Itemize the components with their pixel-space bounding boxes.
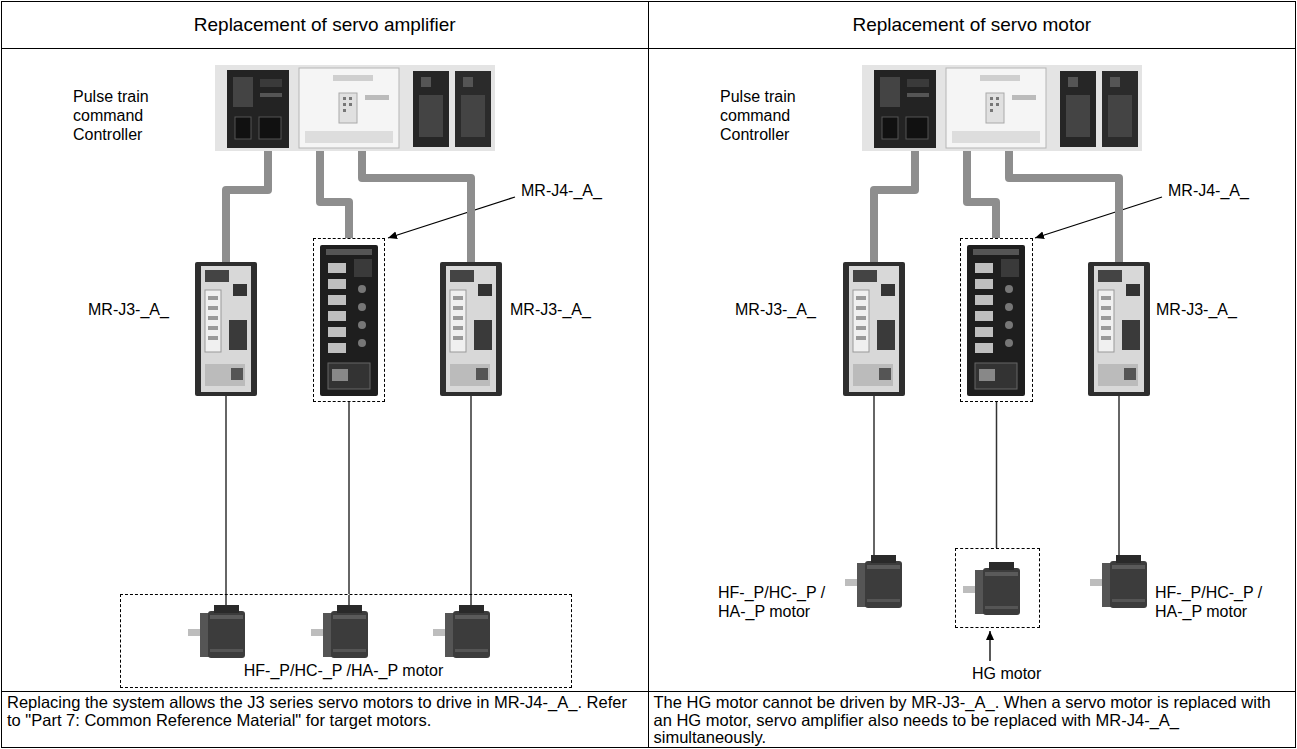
servo-amplifier: MR-J3-_A_ [440, 262, 502, 396]
amplifier-label: MR-J3-_A_ [510, 300, 610, 319]
leader-arrow [989, 631, 990, 661]
controller-picture [215, 65, 495, 151]
description-text: Replacing the system allows the J3 serie… [7, 694, 643, 729]
signal-cable [967, 151, 996, 238]
amplifier-picture [320, 245, 378, 396]
motor-cable [873, 396, 875, 555]
motor-label: HF-_P/HC-_P / HA-_P motor [1155, 583, 1285, 621]
controller-label: Pulse train command Controller [720, 87, 850, 144]
motor-picture [188, 605, 245, 658]
motor-picture [1090, 555, 1147, 608]
column-header: Replacement of servo motor [852, 14, 1091, 36]
servo-motor: HF-_P/HC-_P / HA-_P motor [1090, 555, 1150, 610]
controller-label: Pulse train command Controller [73, 87, 203, 144]
motor-cable [226, 595, 471, 605]
amplifier-picture [1088, 262, 1150, 396]
amplifier-label: MR-J4-_A_ [521, 181, 621, 200]
replaced-amplifier-frame: MR-J4-_A_ [313, 238, 385, 402]
column-header: Replacement of servo amplifier [194, 14, 456, 36]
motor-label: HF-_P/HC-_P /HA-_P motor [121, 661, 566, 680]
motor-cable [1118, 396, 1120, 555]
controller-picture [862, 65, 1142, 151]
pulse-train-controller: Pulse train command Controller [215, 65, 495, 151]
servo-motor: HF-_P/HC-_P / HA-_P motor [845, 555, 905, 610]
signal-cable [226, 151, 268, 262]
amplifier-label: MR-J3-_A_ [88, 300, 188, 319]
description-text: The HG motor cannot be driven by MR-J3-_… [654, 694, 1291, 747]
hg-motor-frame: HG motor [955, 548, 1040, 628]
motor-cable [996, 402, 998, 548]
amplifier-picture [440, 262, 502, 396]
description-cell: Replacing the system allows the J3 serie… [2, 691, 649, 747]
signal-cable [1009, 151, 1119, 262]
motor-picture [311, 605, 368, 658]
amplifier-picture [843, 262, 905, 396]
amplifier-label: MR-J3-_A_ [1156, 300, 1256, 319]
amplifier-label: MR-J4-_A_ [1168, 181, 1268, 200]
motor-picture [845, 555, 902, 608]
header-cell: Replacement of servo motor [649, 2, 1296, 49]
motor-group-frame: HF-_P/HC-_P /HA-_P motor [120, 594, 572, 688]
leader-arrow [1035, 197, 1162, 238]
motor-label: HF-_P/HC-_P / HA-_P motor [718, 583, 840, 621]
signal-cable [320, 151, 349, 238]
signal-cable [362, 151, 471, 262]
header-cell: Replacement of servo amplifier [2, 2, 649, 49]
leader-arrow [388, 197, 515, 238]
amplifier-picture [967, 245, 1025, 396]
motor-cable [348, 402, 350, 594]
motor-label: HG motor [972, 664, 1052, 683]
amplifier-label: MR-J3-_A_ [735, 300, 835, 319]
signal-cable [874, 151, 915, 262]
motor-picture [963, 562, 1020, 615]
motor-cable [225, 396, 227, 594]
description-cell: The HG motor cannot be driven by MR-J3-_… [649, 691, 1296, 747]
replaced-amplifier-frame: MR-J4-_A_ [960, 238, 1033, 402]
motor-picture [433, 605, 490, 658]
servo-amplifier: MR-J3-_A_ [195, 262, 257, 396]
servo-amplifier: MR-J3-_A_ [1088, 262, 1150, 396]
pulse-train-controller: Pulse train command Controller [862, 65, 1142, 151]
motor-cable [470, 396, 472, 594]
servo-amplifier: MR-J3-_A_ [843, 262, 905, 396]
amplifier-picture [195, 262, 257, 396]
